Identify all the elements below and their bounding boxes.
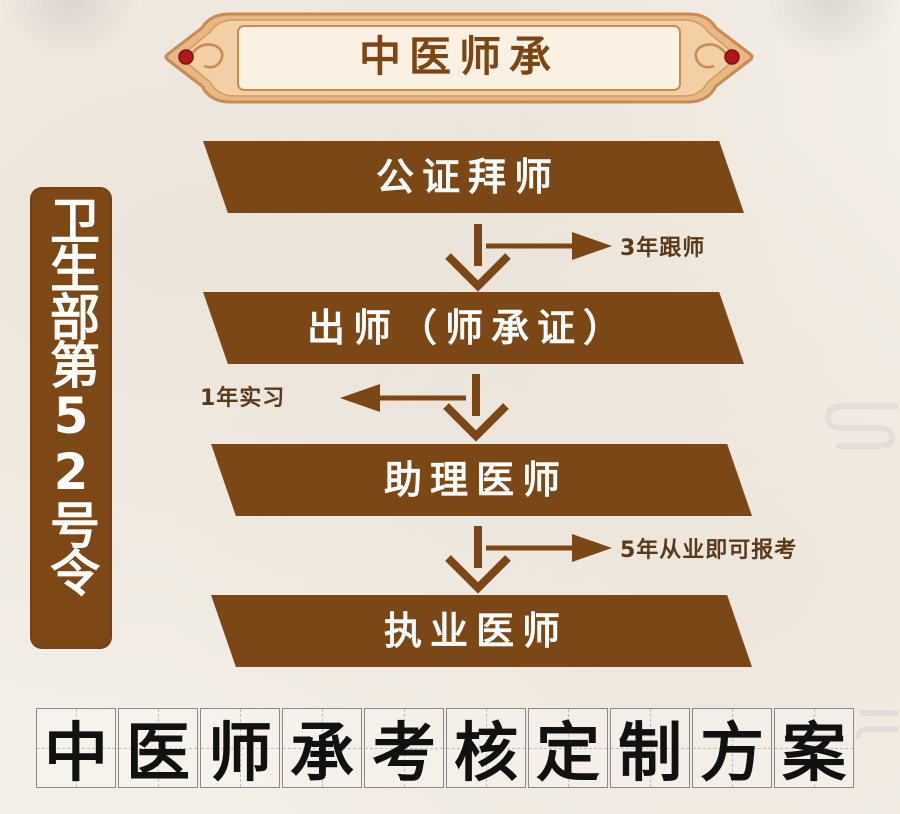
step-label: 出师（师承证） (306, 306, 629, 350)
page-title: 中医师承 (358, 32, 559, 81)
grid-cell: 案 (774, 708, 854, 791)
corner-shade-right (760, 0, 900, 60)
banner-frame (164, 12, 754, 104)
step-graduation: 出师（师承证） (192, 292, 744, 364)
title-banner: 中医师承 (160, 6, 758, 108)
note-internship: 1年实习 (200, 386, 286, 411)
step-licensed-physician: 执业医师 (200, 595, 752, 667)
flow-arrow-down-right-icon (445, 224, 612, 292)
bottom-title-grid: 中 医 师 承 考 核 定 制 方 案 (36, 708, 856, 791)
grid-cell: 师 (200, 708, 280, 791)
grid-cell: 考 (364, 708, 444, 791)
note-follow-teacher: 3年跟师 (620, 236, 706, 261)
note-practice: 5年从业即可报考 (620, 538, 798, 563)
corner-shade-left (0, 0, 140, 60)
right-jewel-icon (724, 49, 740, 65)
grid-cell: 中 (36, 708, 116, 791)
left-jewel-icon (178, 49, 194, 65)
step-label: 执业医师 (383, 609, 568, 653)
grid-cell: 定 (528, 708, 608, 791)
side-label-text: 卫生部第52号令 (42, 195, 100, 595)
step-label: 公证拜师 (375, 155, 560, 199)
grid-cell: 核 (446, 708, 526, 791)
flow-arrow-down-right-icon (445, 526, 612, 594)
decorative-stroke (824, 403, 898, 449)
step-label: 助理医师 (383, 458, 568, 502)
step-notarized-apprenticeship: 公证拜师 (192, 141, 744, 213)
decorative-stroke (855, 710, 898, 740)
step-assistant-physician: 助理医师 (200, 444, 752, 516)
side-label: 卫生部第52号令 (30, 187, 112, 649)
grid-cell: 承 (282, 708, 362, 791)
flow-arrow-left-down-icon (340, 374, 509, 442)
grid-cell: 医 (118, 708, 198, 791)
grid-cell: 制 (610, 708, 690, 791)
grid-cell: 方 (692, 708, 772, 791)
